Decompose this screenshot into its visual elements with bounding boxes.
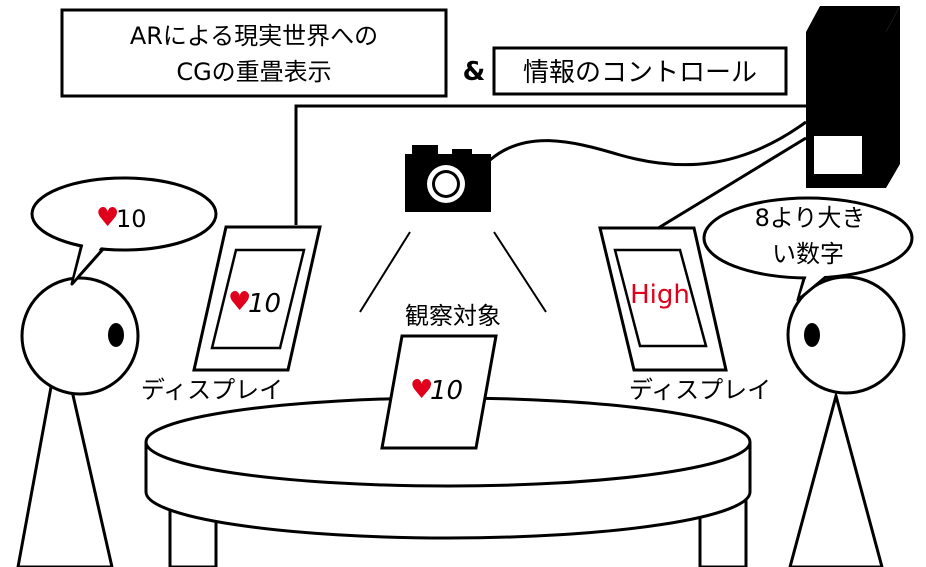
right-speech-bubble: 8より大き い数字 — [702, 196, 914, 302]
info-control-label: 情報のコントロール — [523, 58, 757, 88]
left-person-head — [20, 276, 140, 396]
camera-icon — [405, 145, 491, 212]
left-display-number: 10 — [248, 289, 281, 319]
left-display: ♥ 10 ディスプレイ — [141, 225, 322, 404]
cable-camera — [489, 120, 807, 167]
computer-tower — [806, 6, 900, 188]
left-person — [16, 276, 140, 567]
observed-object: 観察対象 ♥ 10 — [380, 302, 501, 450]
camera-view-lines — [359, 231, 547, 313]
cable-right-display — [654, 136, 807, 232]
right-person-head — [786, 275, 906, 395]
title-line-2: CGの重畳表示 — [176, 58, 331, 86]
cables — [294, 104, 807, 232]
left-display-caption: ディスプレイ — [141, 376, 283, 404]
heart-icon: ♥ — [228, 287, 251, 317]
right-speech-line-2: い数字 — [772, 240, 844, 268]
cable-left-display — [294, 104, 806, 225]
title-box: ARによる現実世界への CGの重畳表示 — [60, 8, 448, 98]
observed-card-number: 10 — [430, 376, 463, 406]
right-speech-line-1: 8より大き — [755, 204, 866, 232]
observed-object-caption: 観察対象 — [405, 302, 501, 330]
right-person — [786, 275, 906, 567]
right-person-eye — [804, 323, 820, 347]
right-display-caption: ディスプレイ — [629, 376, 771, 404]
heart-icon: ♥ — [96, 203, 119, 233]
right-display: High ディスプレイ — [598, 226, 771, 404]
title-line-1: ARによる現実世界への — [130, 22, 378, 50]
left-speech-number: 10 — [116, 205, 147, 233]
ampersand: & — [463, 57, 486, 87]
info-control-box: 情報のコントロール — [492, 46, 788, 96]
observed-card — [380, 334, 498, 450]
left-person-eye — [108, 323, 124, 347]
left-speech-bubble: ♥ 10 — [30, 176, 218, 286]
heart-icon: ♥ — [410, 375, 433, 405]
right-display-text: High — [630, 280, 690, 310]
